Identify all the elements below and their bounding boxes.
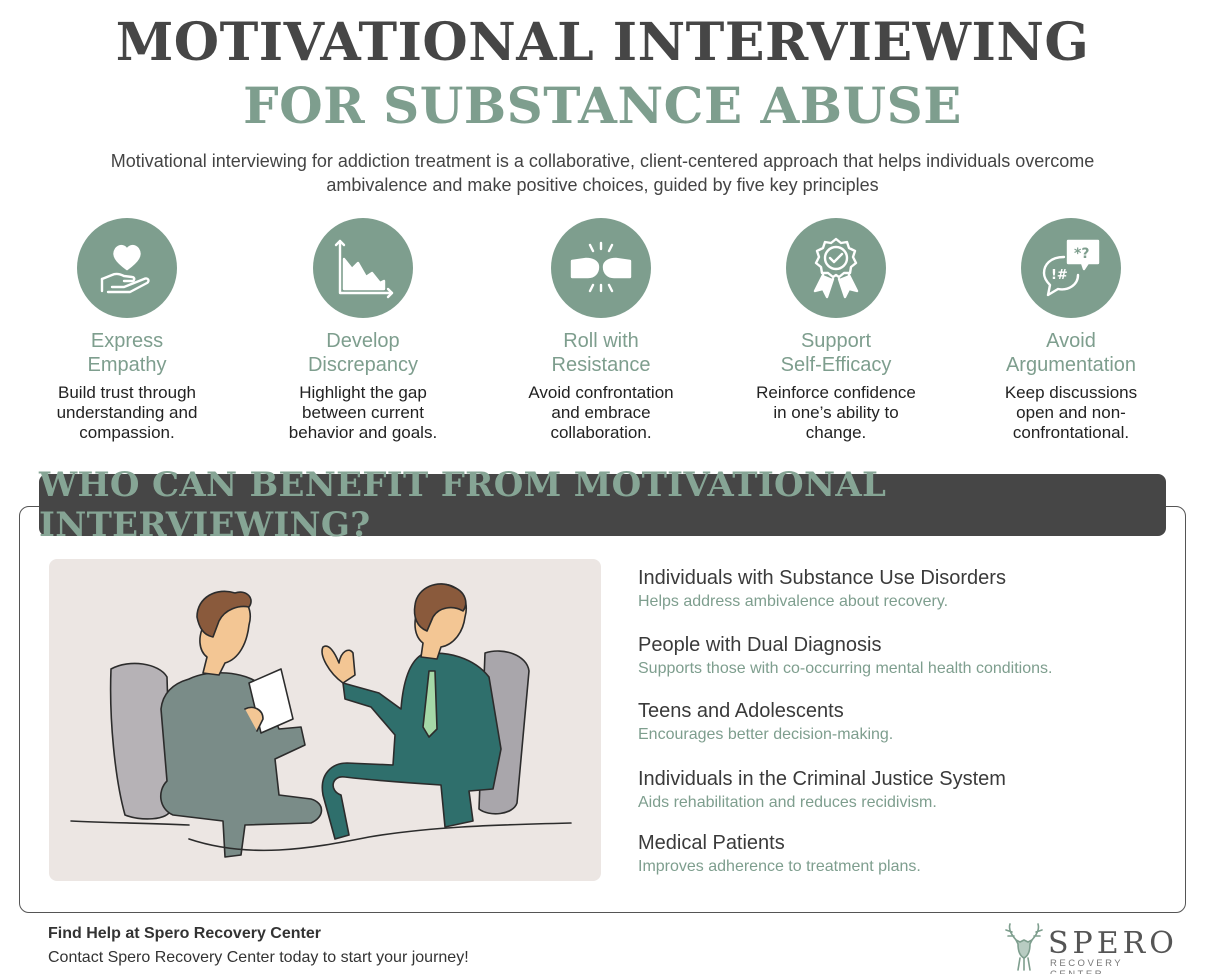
principle-title: Develop Discrepancy	[307, 330, 419, 376]
benefit-item-description: Supports those with co-occurring mental …	[638, 660, 1053, 677]
badge-check-icon	[786, 218, 886, 318]
benefit-item-title: Teens and Adolescents	[638, 700, 844, 722]
footer-heading: Find Help at Spero Recovery Center	[48, 925, 321, 942]
principle-support-self-efficacy: Support Self-Efficacy Reinforce confiden…	[721, 218, 951, 443]
principle-title: Roll with Resistance	[551, 330, 651, 376]
page-title-line2: FOR SUBSTANCE ABUSE	[243, 76, 962, 135]
benefit-item-title: Individuals in the Criminal Justice Syst…	[638, 768, 1006, 790]
page-title-line1: MOTIVATIONAL INTERVIEWING	[115, 12, 1090, 73]
footer-cta-text: Contact Spero Recovery Center today to s…	[48, 949, 469, 966]
benefit-item-description: Improves adherence to treatment plans.	[638, 858, 921, 875]
principle-title: Support Self-Efficacy	[780, 330, 892, 376]
list-item: Medical Patients Improves adherence to t…	[638, 830, 1168, 878]
list-item: Individuals in the Criminal Justice Syst…	[638, 766, 1168, 814]
logo-wordmark: SPERO	[1048, 926, 1178, 961]
principle-avoid-argumentation: *? !# Avoid Argumentation Keep discussio…	[956, 218, 1186, 443]
principle-description: Reinforce confidence in one’s ability to…	[756, 383, 916, 442]
list-item: Individuals with Substance Use Disorders…	[638, 565, 1168, 613]
principle-title: Avoid Argumentation	[1005, 330, 1137, 376]
intro-text: Motivational interviewing for addiction …	[110, 151, 1095, 195]
principle-description: Avoid confrontation and embrace collabor…	[528, 383, 674, 442]
benefit-item-description: Aids rehabilitation and reduces recidivi…	[638, 794, 937, 811]
benefit-item-description: Helps address ambivalence about recovery…	[638, 593, 949, 610]
benefit-item-title: Individuals with Substance Use Disorders	[638, 567, 1006, 589]
benefit-item-description: Encourages better decision-making.	[638, 726, 894, 743]
principle-description: Build trust through understanding and co…	[56, 383, 198, 442]
principle-roll-with-resistance: Roll with Resistance Avoid confrontation…	[486, 218, 716, 443]
list-item: Teens and Adolescents Encourages better …	[638, 698, 1168, 746]
fist-bump-icon	[551, 218, 651, 318]
logo-subtitle: RECOVERY CENTER	[1050, 958, 1123, 974]
svg-text:*?: *?	[1074, 246, 1089, 262]
deer-icon	[1005, 923, 1043, 971]
principle-develop-discrepancy: Develop Discrepancy Highlight the gap be…	[248, 218, 478, 443]
counseling-illustration	[49, 559, 601, 881]
chart-icon	[313, 218, 413, 318]
heart-hand-icon	[77, 218, 177, 318]
principle-description: Highlight the gap between current behavi…	[288, 383, 438, 442]
svg-text:!#: !#	[1051, 268, 1068, 283]
spero-logo: SPERO RECOVERY CENTER	[1002, 920, 1174, 974]
benefit-item-title: Medical Patients	[638, 832, 785, 854]
benefit-item-title: People with Dual Diagnosis	[638, 634, 882, 656]
benefit-banner-title: WHO CAN BENEFIT FROM MOTIVATIONAL INTERV…	[39, 465, 887, 545]
benefit-banner: WHO CAN BENEFIT FROM MOTIVATIONAL INTERV…	[39, 465, 1166, 545]
principle-description: Keep discussions open and non- confronta…	[1004, 383, 1138, 442]
principle-express-empathy: Express Empathy Build trust through unde…	[12, 218, 242, 443]
principle-title: Express Empathy	[87, 330, 167, 376]
speech-bubbles-icon: *? !#	[1021, 218, 1121, 318]
list-item: People with Dual Diagnosis Supports thos…	[638, 632, 1168, 680]
